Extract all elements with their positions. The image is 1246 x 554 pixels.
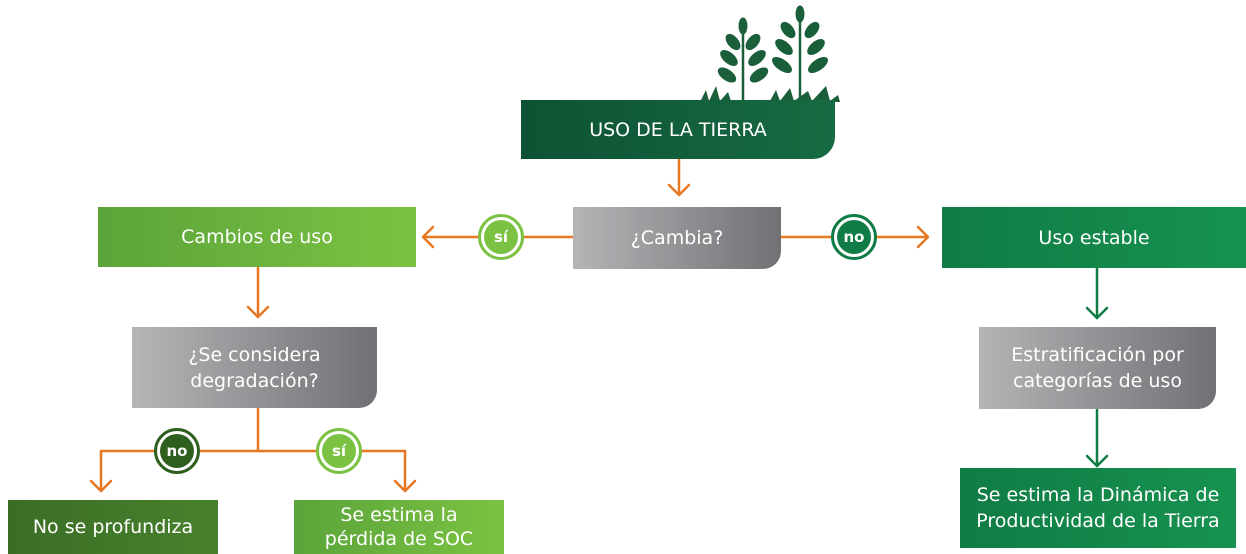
no-profundiza-node: No se profundiza [8,500,218,554]
arrowhead-to-cambios [421,225,435,249]
grass-icon [700,86,840,102]
dinamica-line2: Productividad de la Tierra [976,510,1220,532]
plant-left-icon [717,17,769,100]
perdida-soc-line2: pérdida de SOC [324,528,474,550]
question-degradacion-line2: degradación? [190,369,319,392]
question-cambia: ¿Cambia? [573,207,781,269]
badge-no-cambia: no [831,214,877,260]
perdida-soc-node: Se estima la pérdida de SOC [294,500,504,554]
estratificacion-node: Estratificación por categorías de uso [979,327,1216,409]
question-degradacion-line1: ¿Se considera [188,343,321,366]
question-cambia-label: ¿Cambia? [630,227,724,249]
cambios-de-uso-node: Cambios de uso [98,207,416,267]
uso-estable-label: Uso estable [1038,226,1150,249]
cambios-de-uso-label: Cambios de uso [181,226,333,248]
arrowhead-to-perdida-soc [393,479,417,493]
plant-right-icon [772,5,828,100]
arrowhead-root-to-cambia [667,183,691,197]
badge-no-cambia-label: no [837,220,871,254]
estratificacion-line2: categorías de uso [1013,370,1182,392]
perdida-soc-line1: Se estima la [340,504,458,526]
badge-no-degradacion-label: no [160,434,194,468]
root-label: USO DE LA TIERRA [589,118,767,141]
badge-si-cambia-label: sí [484,220,518,254]
no-profundiza-label: No se profundiza [32,516,194,538]
root-node: USO DE LA TIERRA [521,100,835,159]
badge-si-degradacion-label: sí [322,434,356,468]
question-degradacion: ¿Se considera degradación? [132,327,377,408]
arrowhead-to-estratificacion [1085,306,1109,320]
arrowhead-to-dinamica [1085,454,1109,468]
uso-estable-node: Uso estable [942,207,1246,268]
badge-si-degradacion: sí [316,428,362,474]
plants-illustration [700,5,840,102]
dinamica-line1: Se estima la Dinámica de [976,484,1220,506]
badge-no-degradacion: no [154,428,200,474]
estratificacion-line1: Estratificación por [1011,344,1184,366]
badge-si-cambia: sí [478,214,524,260]
arrowhead-to-no-profundiza [89,479,113,493]
dinamica-productividad-node: Se estima la Dinámica de Productividad d… [960,468,1236,548]
arrowhead-to-estable [916,225,930,249]
arrowhead-to-degradacion [246,305,270,319]
